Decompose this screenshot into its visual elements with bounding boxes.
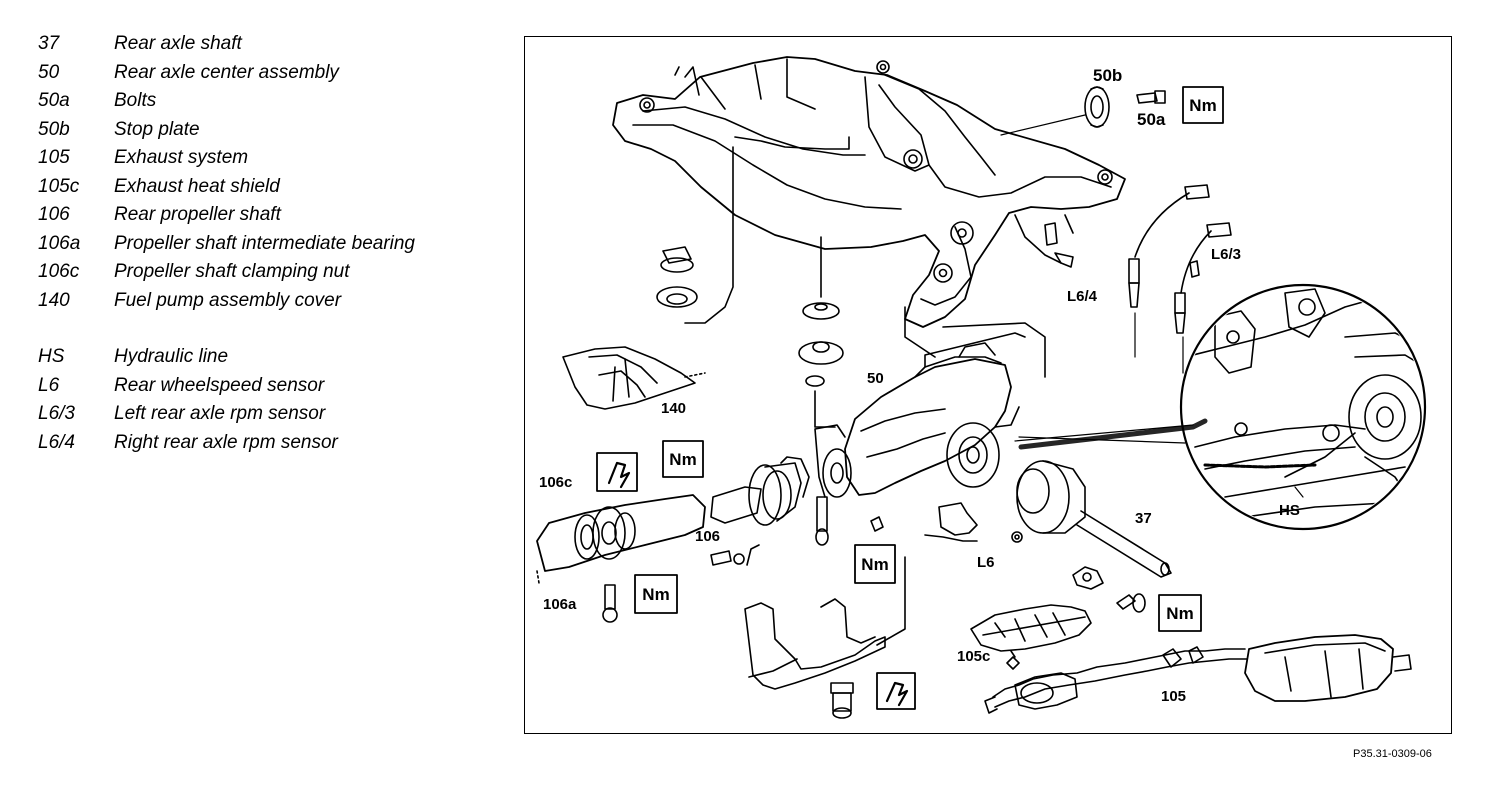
legend-row: 105c Exhaust heat shield bbox=[38, 173, 508, 202]
exhaust-heat-shield bbox=[970, 604, 1092, 670]
fuel-pump-cover bbox=[562, 346, 706, 410]
stop-plate-and-bolt bbox=[1000, 86, 1166, 136]
legend-desc: Exhaust system bbox=[114, 147, 249, 169]
legend-code: 50a bbox=[38, 90, 70, 112]
callout-L6-3: L6/3 bbox=[1211, 246, 1241, 263]
callout-50: 50 bbox=[867, 370, 884, 387]
nm-label: Nm bbox=[642, 585, 669, 604]
legend-row: 50 Rear axle center assembly bbox=[38, 59, 508, 88]
legend-desc: Propeller shaft intermediate bearing bbox=[114, 232, 416, 254]
legend-desc: Hydraulic line bbox=[114, 346, 229, 368]
sealant-symbols bbox=[596, 452, 916, 710]
legend-row: L6 Rear wheelspeed sensor bbox=[38, 372, 508, 401]
legend-row: L6/4 Right rear axle rpm sensor bbox=[38, 429, 508, 458]
callout-105c: 105c bbox=[957, 648, 990, 665]
legend-code: L6/4 bbox=[38, 431, 75, 453]
legend-code: 37 bbox=[38, 33, 60, 55]
torque-symbol: Nm bbox=[634, 574, 678, 614]
legend-desc: Rear wheelspeed sensor bbox=[114, 374, 325, 396]
legend-row: 106c Propeller shaft clamping nut bbox=[38, 258, 508, 287]
torque-symbols: Nm Nm Nm Nm Nm bbox=[634, 86, 1224, 632]
rpm-sensors bbox=[1044, 184, 1232, 374]
mounting-bolt bbox=[1116, 593, 1146, 613]
rear-axle-shaft bbox=[1014, 418, 1208, 578]
callout-HS: HS bbox=[1279, 502, 1300, 519]
legend-code: L6/3 bbox=[38, 403, 75, 425]
sealant-symbol-icon bbox=[876, 672, 916, 710]
legend-row: 50a Bolts bbox=[38, 87, 508, 116]
legend-desc: Rear propeller shaft bbox=[114, 204, 281, 226]
callout-105: 105 bbox=[1161, 688, 1186, 705]
nm-label: Nm bbox=[669, 450, 696, 469]
diagram-canvas: Nm Nm Nm Nm Nm bbox=[536, 56, 1427, 719]
legend-code: L6 bbox=[38, 374, 60, 396]
rear-propeller-shaft bbox=[536, 456, 810, 623]
legend-row: 105 Exhaust system bbox=[38, 144, 508, 173]
legend-code: 105 bbox=[38, 147, 70, 169]
legend-code: HS bbox=[38, 346, 65, 368]
legend-code: 106a bbox=[38, 232, 81, 254]
callout-37: 37 bbox=[1135, 510, 1152, 527]
legend-desc: Exhaust heat shield bbox=[114, 175, 280, 197]
legend-spacer bbox=[38, 315, 508, 343]
legend-desc: Propeller shaft clamping nut bbox=[114, 261, 350, 283]
legend-row: HS Hydraulic line bbox=[38, 343, 508, 372]
torque-symbol: Nm bbox=[854, 544, 896, 584]
legend-code: 106c bbox=[38, 261, 80, 283]
callout-106c: 106c bbox=[539, 474, 572, 491]
legend-desc: Bolts bbox=[114, 90, 157, 112]
callout-106a: 106a bbox=[543, 596, 577, 613]
legend-row: 106a Propeller shaft intermediate bearing bbox=[38, 230, 508, 259]
legend-row: 106 Rear propeller shaft bbox=[38, 201, 508, 230]
nm-label: Nm bbox=[861, 555, 888, 574]
legend-code: 50b bbox=[38, 118, 70, 140]
detail-magnifier bbox=[1179, 283, 1427, 531]
legend-desc: Rear axle shaft bbox=[114, 33, 242, 55]
callout-50b: 50b bbox=[1093, 66, 1122, 85]
legend-desc: Fuel pump assembly cover bbox=[114, 289, 342, 311]
legend-row: L6/3 Left rear axle rpm sensor bbox=[38, 400, 508, 429]
legend-row: 37 Rear axle shaft bbox=[38, 30, 508, 59]
rear-subframe bbox=[612, 56, 1126, 328]
sealant-symbol-icon bbox=[596, 452, 638, 492]
legend-desc: Stop plate bbox=[114, 118, 200, 140]
figure-id: P35.31-0309-06 bbox=[1353, 748, 1432, 760]
torque-symbol: Nm bbox=[662, 440, 704, 478]
nm-label: Nm bbox=[1166, 604, 1193, 623]
nm-label: Nm bbox=[1189, 96, 1216, 115]
legend-desc: Left rear axle rpm sensor bbox=[114, 403, 326, 425]
rear-axle-center-assembly bbox=[814, 306, 1046, 546]
lower-bracket bbox=[744, 556, 906, 719]
legend-code: 50 bbox=[38, 61, 60, 83]
legend-code: 105c bbox=[38, 175, 80, 197]
callout-106: 106 bbox=[695, 528, 720, 545]
torque-symbol: Nm bbox=[1158, 594, 1202, 632]
legend-desc: Rear axle center assembly bbox=[114, 61, 339, 83]
exploded-diagram: Nm Nm Nm Nm Nm bbox=[524, 36, 1452, 734]
legend-row: 140 Fuel pump assembly cover bbox=[38, 287, 508, 316]
legend: 37 Rear axle shaft 50 Rear axle center ass… bbox=[38, 30, 508, 457]
callout-140: 140 bbox=[661, 400, 686, 417]
callout-L6-4: L6/4 bbox=[1067, 288, 1098, 305]
exhaust-system bbox=[984, 634, 1412, 714]
legend-code: 140 bbox=[38, 289, 70, 311]
legend-code: 106 bbox=[38, 204, 70, 226]
center-mounts bbox=[656, 136, 850, 428]
rear-wheelspeed-sensor bbox=[924, 502, 1104, 590]
torque-symbol: Nm bbox=[1182, 86, 1224, 124]
callout-L6: L6 bbox=[977, 554, 995, 571]
legend-row: 50b Stop plate bbox=[38, 116, 508, 145]
callout-labels: 50b 50a L6/3 L6/4 140 50 106c 106 106a L… bbox=[539, 66, 1300, 705]
callout-50a: 50a bbox=[1137, 110, 1166, 129]
legend-desc: Right rear axle rpm sensor bbox=[114, 431, 338, 453]
